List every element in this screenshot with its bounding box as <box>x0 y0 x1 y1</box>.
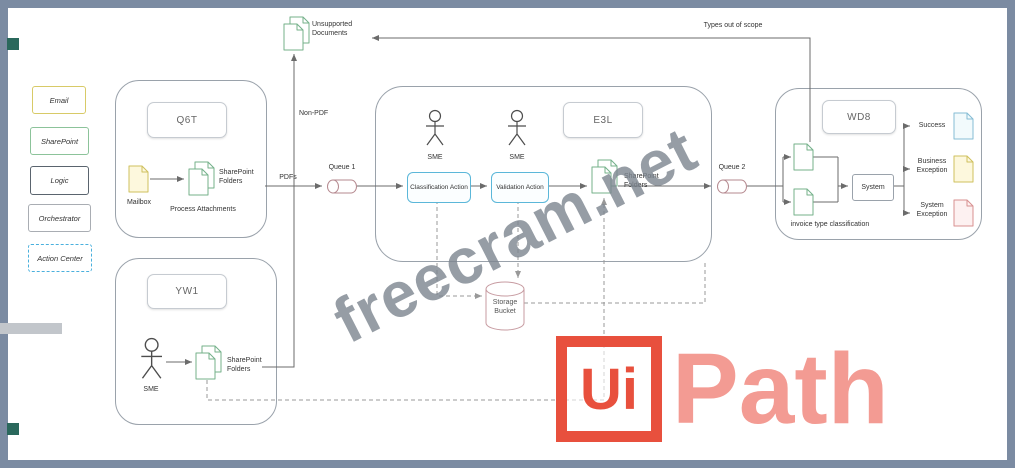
mailbox-label: Mailbox <box>126 199 152 206</box>
process-attachments-label: Process Attachments <box>170 206 236 213</box>
storage-bucket-icon <box>485 281 525 331</box>
selection-handle <box>7 38 19 50</box>
mailbox-icon <box>128 165 149 193</box>
yw1-title-box: YW1 <box>147 274 227 309</box>
solid-connectors <box>150 35 910 368</box>
queue1-label: Queue 1 <box>328 164 356 171</box>
e3l-sharepoint-folders-label: SharePoint Folders <box>624 173 659 189</box>
q6t-sharepoint-folders-label: SharePoint Folders <box>219 169 254 185</box>
invoice-document-icon <box>793 143 814 171</box>
sme-label: SME <box>143 386 159 393</box>
queue2-label: Queue 2 <box>718 164 746 171</box>
gray-bar <box>0 323 62 334</box>
sme-actor-icon <box>425 109 445 146</box>
storage-bucket-label: Storage Bucket <box>492 299 518 315</box>
types-out-of-scope-label: Types out of scope <box>703 22 763 29</box>
success-label: Success <box>918 122 946 129</box>
wd8-group-container <box>775 88 982 240</box>
system-exception-document-icon <box>953 199 974 227</box>
classification-action-box: Classification Action <box>407 172 471 203</box>
business-exception-document-icon <box>953 155 974 183</box>
uipath-logo-path-text: Path <box>672 332 889 445</box>
business-exception-label: Business Exception <box>916 158 948 174</box>
e3l-sharepoint-folders-icon <box>591 159 618 194</box>
sme-actor-icon <box>507 109 527 146</box>
validation-action-box: Validation Action <box>491 172 549 203</box>
uipath-logo-ui-square: Ui <box>556 336 662 442</box>
system-exception-label: System Exception <box>916 202 948 218</box>
e3l-group-container <box>375 86 712 262</box>
non-pdf-label: Non-PDF <box>299 110 329 117</box>
success-document-icon <box>953 112 974 140</box>
q6t-group-container <box>115 80 267 238</box>
yw1-sharepoint-folders-icon <box>195 345 222 380</box>
q6t-title-box: Q6T <box>147 102 227 138</box>
legend-item-logic: Logic <box>30 166 89 195</box>
legend-item-orchestrator: Orchestrator <box>28 204 91 232</box>
legend-item-action-center: Action Center <box>28 244 92 272</box>
e3l-title-box: E3L <box>563 102 643 138</box>
invoice-type-classification-label: invoice type classification <box>790 221 870 228</box>
wd8-title-box: WD8 <box>822 100 896 134</box>
selection-handle <box>7 423 19 435</box>
yw1-group-container <box>115 258 277 425</box>
invoice-document-icon <box>793 188 814 216</box>
pdfs-label: PDFs <box>279 174 297 181</box>
system-box: System <box>852 174 894 201</box>
dashed-connectors <box>206 198 706 401</box>
sme-label: SME <box>427 154 443 161</box>
sme-actor-icon <box>140 337 163 379</box>
q6t-sharepoint-folders-icon <box>188 161 215 196</box>
uipath-logo: Ui Path <box>556 336 889 442</box>
yw1-sharepoint-folders-label: SharePoint Folders <box>227 357 262 373</box>
sme-label: SME <box>509 154 525 161</box>
queue2-icon <box>717 179 747 194</box>
unsupported-documents-icon <box>283 16 310 51</box>
legend-item-sharepoint: SharePoint <box>30 127 89 155</box>
queue1-icon <box>327 179 357 194</box>
legend-item-email: Email <box>32 86 86 114</box>
unsupported-documents-label: Unsupported Documents <box>312 21 353 37</box>
